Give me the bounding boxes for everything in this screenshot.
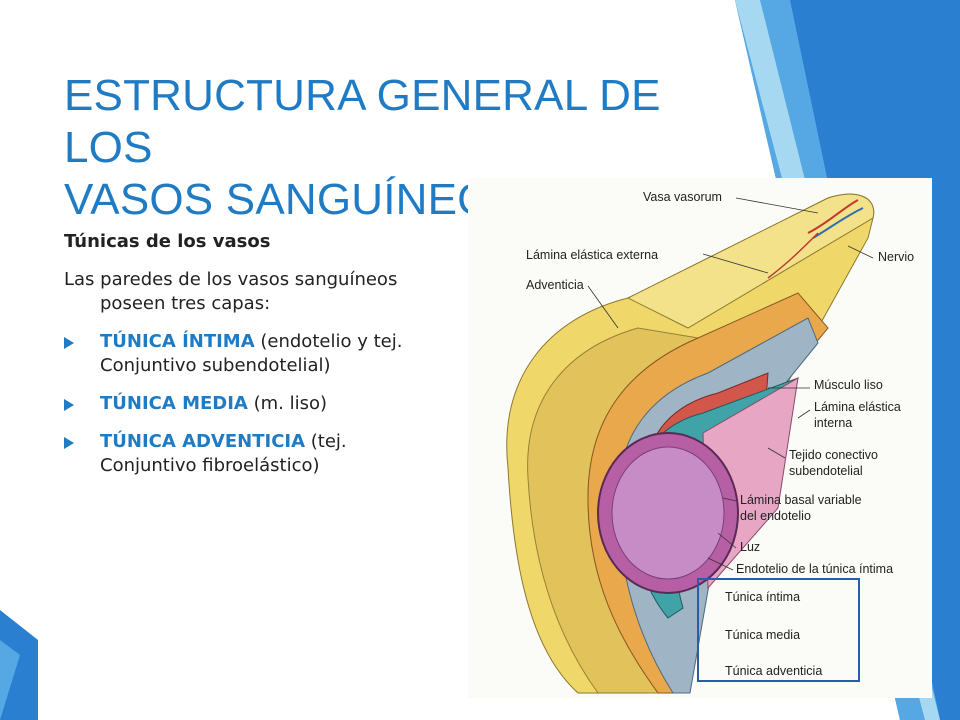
arrow-bullet-icon xyxy=(64,399,74,411)
label-lamina-elastica-interna-2: interna xyxy=(814,416,853,430)
label-tejido-conectivo-1: Tejido conectivo xyxy=(789,448,878,462)
bullet-detail: (tej. Conjuntivo fibroelástico) xyxy=(100,431,347,476)
body-text: Túnicas de los vasos Las paredes de los … xyxy=(64,230,424,492)
label-lamina-basal-1: Lámina basal variable xyxy=(740,493,862,507)
label-tejido-conectivo-2: subendotelial xyxy=(789,464,863,478)
tunica-legend-box xyxy=(697,578,860,682)
bullet-detail: (endotelio y tej. Conjuntivo subendoteli… xyxy=(100,331,403,376)
arrow-bullet-icon xyxy=(64,437,74,449)
label-musculo-liso: Músculo liso xyxy=(814,378,883,392)
title-line-1: ESTRUCTURA GENERAL DE LOS xyxy=(64,71,661,172)
label-vasa-vasorum: Vasa vasorum xyxy=(643,190,722,204)
label-lamina-basal-2: del endotelio xyxy=(740,509,811,523)
vessel-illustration xyxy=(506,193,875,694)
title-line-2: VASOS SANGUÍNEOS xyxy=(64,175,522,224)
label-tunica-intima: Túnica íntima xyxy=(725,590,801,604)
bullet-keyword: TÚNICA MEDIA xyxy=(100,393,248,414)
arrow-bullet-icon xyxy=(64,337,74,349)
bullet-tunica-media: TÚNICA MEDIA (m. liso) xyxy=(64,392,424,416)
bullet-detail: (m. liso) xyxy=(247,393,327,414)
subheading: Túnicas de los vasos xyxy=(64,231,271,252)
bullet-keyword: TÚNICA ADVENTICIA xyxy=(100,431,306,452)
bullet-keyword: TÚNICA ÍNTIMA xyxy=(100,331,255,352)
label-nervio: Nervio xyxy=(878,250,915,264)
label-tunica-adventicia: Túnica adventicia xyxy=(725,664,823,678)
label-tunica-media: Túnica media xyxy=(725,628,801,642)
label-luz: Luz xyxy=(740,540,761,554)
bullet-tunica-intima: TÚNICA ÍNTIMA (endotelio y tej. Conjunti… xyxy=(64,330,424,378)
label-lamina-elastica-externa: Lámina elástica externa xyxy=(526,248,659,262)
label-adventicia: Adventicia xyxy=(526,278,584,292)
intro-paragraph: Las paredes de los vasos sanguíneos pose… xyxy=(64,269,398,314)
slide-title: ESTRUCTURA GENERAL DE LOS VASOS SANGUÍNE… xyxy=(64,70,744,226)
bullet-tunica-adventicia: TÚNICA ADVENTICIA (tej. Conjuntivo fibro… xyxy=(64,430,424,478)
label-endotelio: Endotelio de la túnica íntima xyxy=(736,562,894,576)
label-lamina-elastica-interna-1: Lámina elástica xyxy=(814,400,901,414)
vessel-diagram: Vasa vasorum Lámina elástica externa Ner… xyxy=(468,178,932,698)
